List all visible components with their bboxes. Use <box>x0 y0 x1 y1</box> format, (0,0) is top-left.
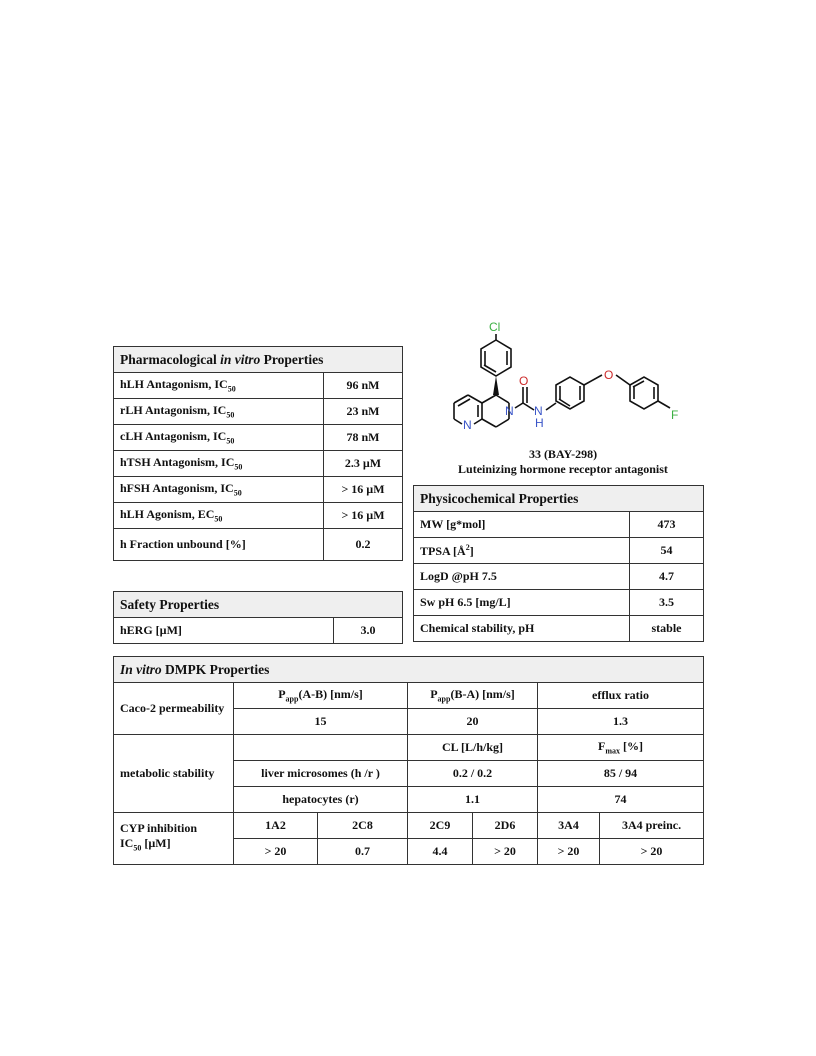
chlorine-atom: Cl <box>489 320 500 334</box>
hepatocytes-label: hepatocytes (r) <box>233 786 408 813</box>
pharm-row-value: > 16 µM <box>322 502 404 529</box>
cl-header: CL [L/h/kg] <box>407 734 538 761</box>
ether-oxygen-atom: O <box>604 368 613 382</box>
safety-properties-table: Safety Properties hERG [µM] 3.0 <box>112 591 404 644</box>
pharm-row-label: h Fraction unbound [%] <box>113 528 324 561</box>
physchem-table-title: Physicochemical Properties <box>413 485 704 512</box>
compound-label: 33 (BAY-298) <box>528 447 598 461</box>
cyp-value: > 20 <box>472 838 538 865</box>
physchem-row-value: 473 <box>629 511 704 538</box>
hepatocytes-fmax: 74 <box>536 786 705 813</box>
metab-empty-header <box>233 734 408 761</box>
carbonyl-oxygen-atom: O <box>519 374 528 388</box>
pharm-row-label: rLH Antagonism, IC50 <box>113 398 324 425</box>
cyp-value: > 20 <box>537 838 600 865</box>
pyridine-nitrogen-atom: N <box>463 418 472 432</box>
molecule-caption: 33 (BAY-298) Luteinizing hormone recepto… <box>413 447 713 477</box>
compound-description: Luteinizing hormone receptor antagonist <box>458 462 668 476</box>
metabolic-stability-label: metabolic stability <box>113 734 234 813</box>
nh-hydrogen-atom: H <box>535 416 544 430</box>
cyp-header: 3A4 <box>537 812 600 839</box>
physchem-row-label: LogD @pH 7.5 <box>413 563 630 590</box>
papp-ab-header: Papp(A-B) [nm/s] <box>233 682 408 709</box>
pharm-row-value: 96 nM <box>322 372 404 399</box>
fluorine-atom: F <box>671 408 678 422</box>
hepatocytes-cl: 1.1 <box>407 786 538 813</box>
dmpk-table-title: In vitro DMPK Properties <box>112 656 705 683</box>
amide-nitrogen-atom: N <box>505 404 514 418</box>
cyp-header: 2D6 <box>472 812 538 839</box>
herg-value: 3.0 <box>332 617 404 644</box>
pharm-row-label: hTSH Antagonism, IC50 <box>113 450 324 477</box>
cyp-value: > 20 <box>598 838 705 865</box>
physchem-row-label: TPSA [Å2] <box>413 537 630 564</box>
physchem-row-label: MW [g*mol] <box>413 511 630 538</box>
pharmacological-properties-table: Pharmacological in vitro Properties hLH … <box>112 346 404 561</box>
pharm-row-value: 78 nM <box>322 424 404 451</box>
cyp-header: 3A4 preinc. <box>598 812 705 839</box>
cyp-header: 2C8 <box>317 812 408 839</box>
liver-microsomes-cl: 0.2 / 0.2 <box>407 760 538 787</box>
pharmacological-table-title: Pharmacological in vitro Properties <box>112 346 404 373</box>
physchem-row-label: Chemical stability, pH <box>413 615 630 642</box>
physchem-row-value: 3.5 <box>629 589 704 616</box>
herg-label: hERG [µM] <box>113 617 334 644</box>
pharm-row-label: hLH Agonism, EC50 <box>113 502 324 529</box>
liver-microsomes-label: liver microsomes (h /r ) <box>233 760 408 787</box>
cyp-header: 1A2 <box>233 812 318 839</box>
fmax-header: Fmax [%] <box>536 734 705 761</box>
pharm-row-label: cLH Antagonism, IC50 <box>113 424 324 451</box>
pharm-row-value: 0.2 <box>322 528 404 561</box>
physchem-row-value: 4.7 <box>629 563 704 590</box>
efflux-ratio-value: 1.3 <box>536 708 705 735</box>
cyp-value: > 20 <box>233 838 318 865</box>
pharm-row-label: hLH Antagonism, IC50 <box>113 372 324 399</box>
papp-ba-value: 20 <box>407 708 538 735</box>
pharm-row-value: > 16 µM <box>322 476 404 503</box>
dmpk-properties-table: In vitro DMPK Properties Caco-2 permeabi… <box>112 656 705 865</box>
nh-nitrogen-atom: N <box>534 404 543 418</box>
papp-ba-header: Papp(B-A) [nm/s] <box>407 682 538 709</box>
physicochemical-properties-table: Physicochemical Properties MW [g*mol] 47… <box>413 485 704 642</box>
pharm-row-value: 2.3 µM <box>322 450 404 477</box>
cyp-value: 4.4 <box>407 838 473 865</box>
pharm-row-label: hFSH Antagonism, IC50 <box>113 476 324 503</box>
papp-ab-value: 15 <box>233 708 408 735</box>
physchem-row-value: stable <box>629 615 704 642</box>
pharm-row-value: 23 nM <box>322 398 404 425</box>
liver-microsomes-fmax: 85 / 94 <box>536 760 705 787</box>
cyp-header: 2C9 <box>407 812 473 839</box>
cyp-value: 0.7 <box>317 838 408 865</box>
molecule-bonds <box>453 334 671 428</box>
molecule-structure-diagram: Cl O N N H N O F <box>453 320 678 432</box>
molecule-atom-labels: Cl O N N H N O F <box>463 320 678 432</box>
caco2-label: Caco-2 permeability <box>113 682 234 735</box>
efflux-ratio-header: efflux ratio <box>536 682 705 709</box>
safety-table-title: Safety Properties <box>112 591 404 618</box>
physchem-row-label: Sw pH 6.5 [mg/L] <box>413 589 630 616</box>
physchem-row-value: 54 <box>629 537 704 564</box>
